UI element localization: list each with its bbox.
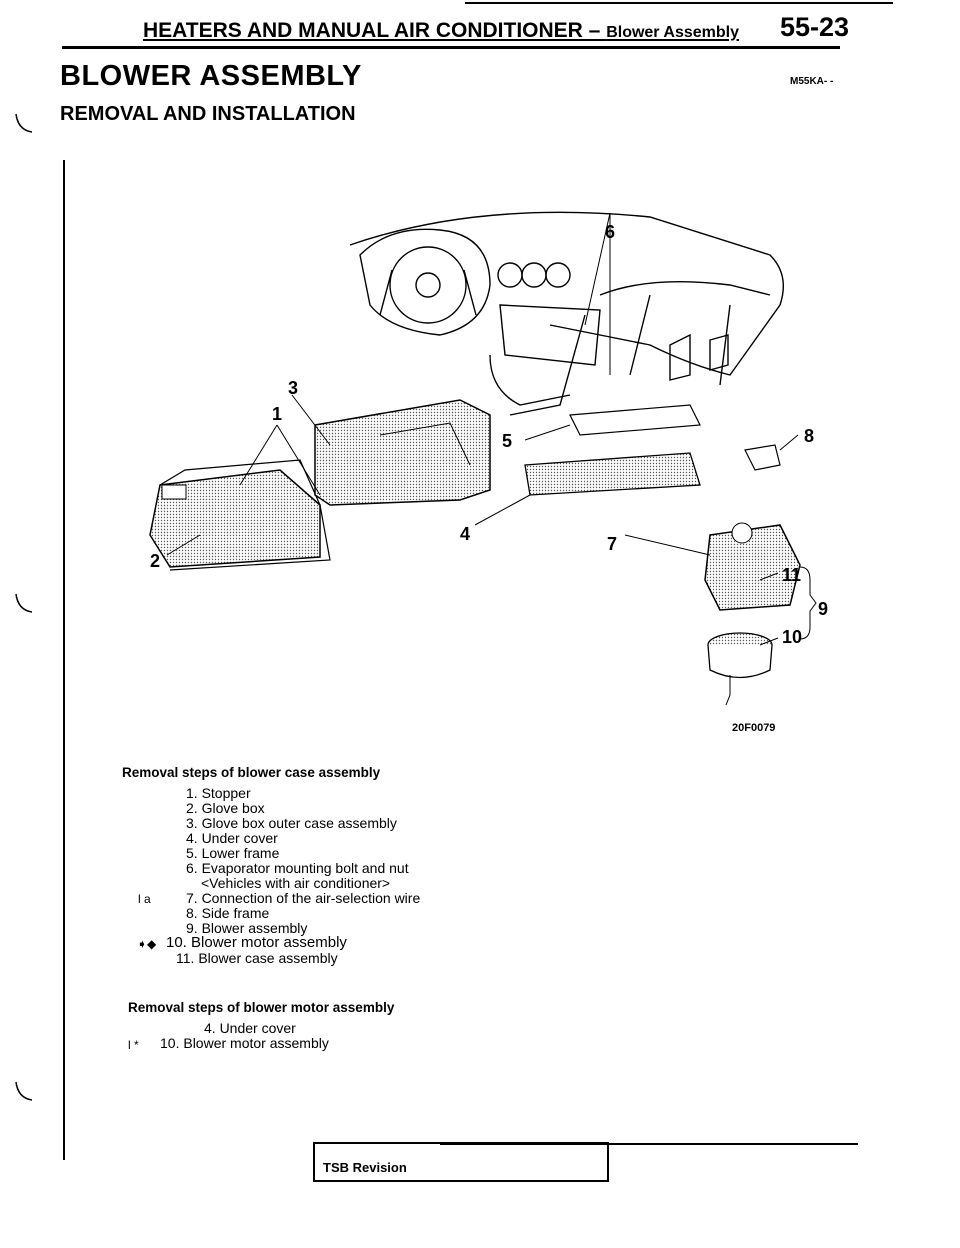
- footer-rule: [440, 1143, 858, 1145]
- tsb-revision-box: TSB Revision: [313, 1142, 609, 1182]
- step-item: 3. Glove box outer case assembly: [186, 815, 397, 831]
- service-mark: l *: [128, 1038, 139, 1052]
- service-mark: l a: [138, 892, 151, 906]
- callout-2: 2: [150, 551, 160, 571]
- blower-assembly-diagram: 1 2 3 4 5 6 7 8 9 10 11: [149, 211, 828, 706]
- header-title: HEATERS AND MANUAL AIR CONDITIONER – Blo…: [143, 19, 739, 42]
- callout-4: 4: [460, 524, 470, 544]
- step-item: 9. Blower assembly: [186, 920, 308, 936]
- callout-7: 7: [607, 534, 617, 554]
- step-item: 5. Lower frame: [186, 845, 280, 861]
- binding-mark: [15, 1081, 33, 1101]
- binding-mark: [15, 593, 33, 613]
- step-item: <Vehicles with air conditioner>: [201, 875, 391, 891]
- lower-frame: [524, 404, 701, 496]
- callout-3: 3: [288, 378, 298, 398]
- figure-code: 20F0079: [732, 722, 776, 734]
- section-code: M55KA- -: [790, 76, 834, 87]
- header-rule: [62, 46, 840, 49]
- blower-case: [704, 522, 801, 611]
- callout-10: 10: [782, 627, 802, 647]
- step-item: 10. Blower motor assembly: [166, 934, 347, 951]
- step-item: 1. Stopper: [186, 785, 251, 801]
- binding-mark: [15, 113, 33, 133]
- header-top-rule: [465, 2, 893, 4]
- callout-8: 8: [804, 426, 814, 446]
- margin-rule: [63, 160, 65, 1160]
- service-mark: ➧◆: [137, 937, 157, 951]
- callout-5: 5: [502, 431, 512, 451]
- step-item: 10. Blower motor assembly: [160, 1035, 329, 1051]
- step-item: 6. Evaporator mounting bolt and nut: [186, 860, 409, 876]
- step-item: 4. Under cover: [204, 1020, 296, 1036]
- callout-1: 1: [272, 404, 282, 424]
- callout-11: 11: [782, 565, 801, 585]
- leader-lines: [166, 212, 817, 646]
- step-item: 7. Connection of the air-selection wire: [186, 890, 421, 906]
- section-subtitle: REMOVAL AND INSTALLATION: [60, 103, 356, 125]
- dashboard-outline: [349, 211, 784, 416]
- tsb-label: TSB Revision: [323, 1160, 407, 1175]
- callout-6: 6: [605, 222, 615, 242]
- page-number: 55-23: [780, 12, 850, 42]
- glove-box: [149, 459, 331, 571]
- step-item: 4. Under cover: [186, 830, 278, 846]
- blower-motor-steps-heading: Removal steps of blower motor assembly: [128, 1000, 395, 1015]
- blower-case-steps-heading: Removal steps of blower case assembly: [122, 765, 381, 780]
- step-item: 8. Side frame: [186, 905, 270, 921]
- side-frame: [744, 444, 781, 471]
- step-item: 11. Blower case assembly: [176, 950, 338, 966]
- step-item: 2. Glove box: [186, 800, 265, 816]
- blower-motor: [707, 632, 773, 706]
- section-title: BLOWER ASSEMBLY: [60, 60, 362, 92]
- glove-box-outer-case: [314, 399, 491, 506]
- callout-9: 9: [818, 599, 828, 619]
